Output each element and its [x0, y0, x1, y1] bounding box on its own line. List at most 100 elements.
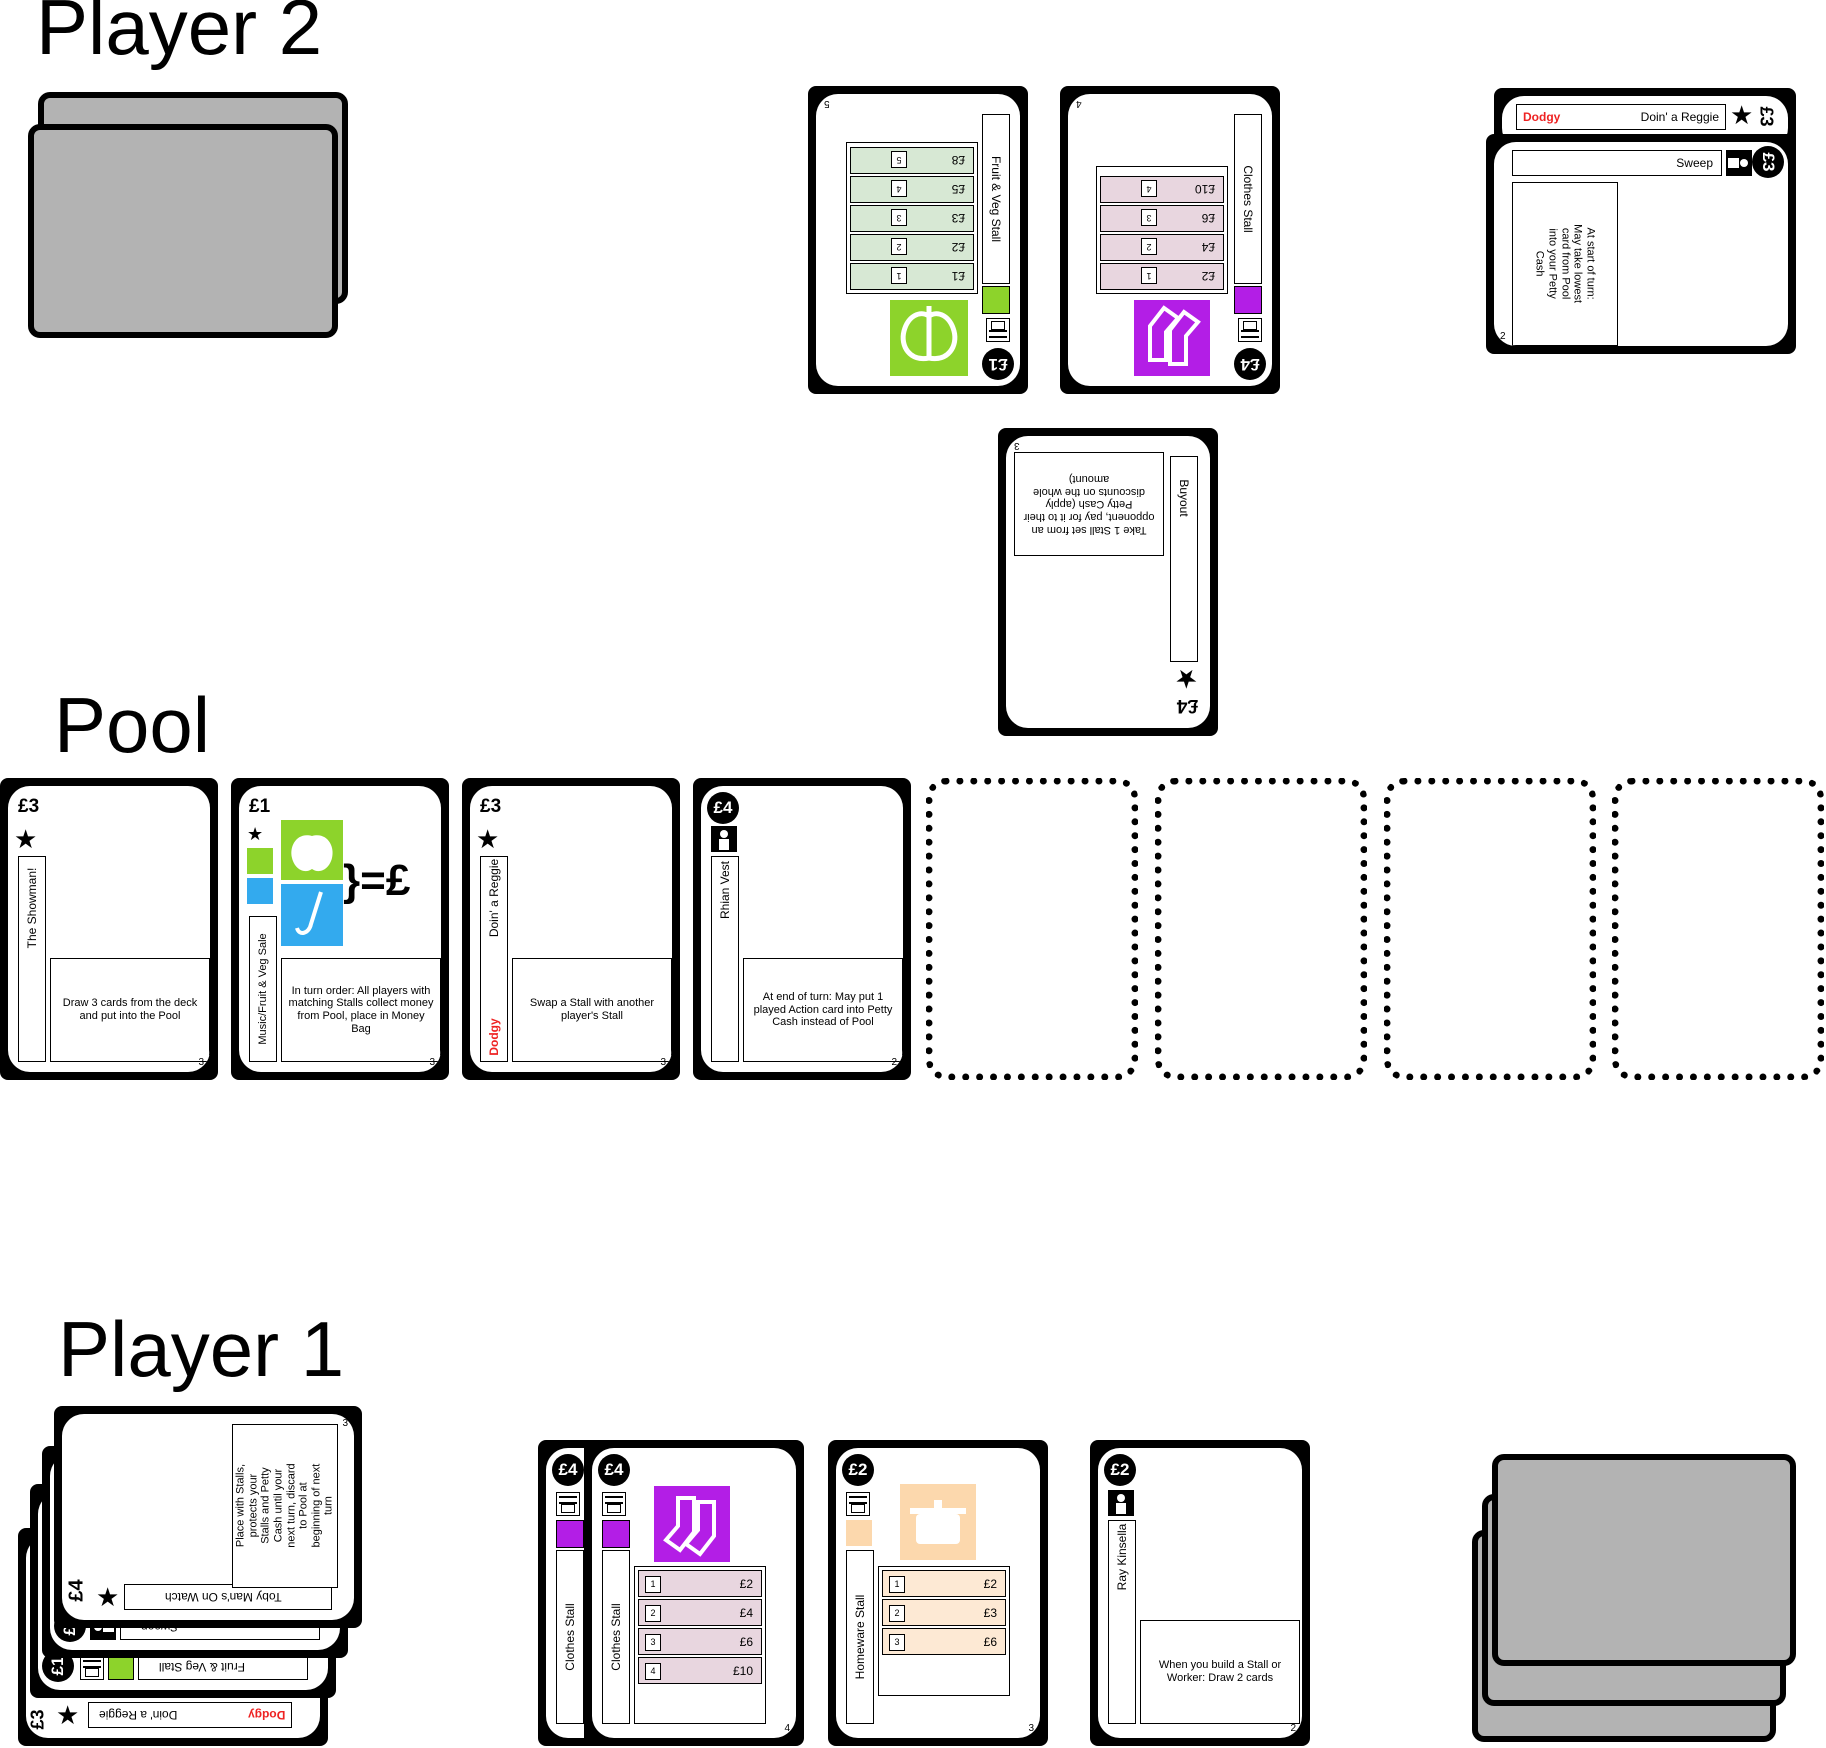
value-row: 1£2: [1100, 263, 1224, 290]
player1-hand-toby-mans-on-watch[interactable]: £4 ★ Toby Man's On Watch Place with Stal…: [54, 1406, 362, 1628]
value-track: 1£2 2£4 3£6 4£10: [1096, 166, 1228, 294]
card-name: Toby Man's On Watch: [165, 1590, 282, 1604]
player2-clothes-stall-card[interactable]: £4 Clothes Stall 1£2 2£4 3£6 4£10 4: [1060, 86, 1280, 394]
dodgy-tag: Dodgy: [1523, 110, 1561, 124]
cost-label: £3: [1756, 106, 1777, 127]
card-corner-number: 3: [1028, 1723, 1034, 1734]
value-row: 2£4: [1100, 234, 1224, 261]
stall-name-label: Clothes Stall: [1234, 114, 1262, 284]
pool-card-showman[interactable]: £3 ★ The Showman! Draw 3 cards from the …: [0, 778, 218, 1080]
sale-formula: }=£: [343, 856, 411, 905]
socks-icon: [556, 1520, 584, 1548]
value-row: 3£6: [1100, 205, 1224, 232]
cost-label: £3: [480, 796, 502, 817]
pool-card-doin-a-reggie[interactable]: £3 ★ Doin' a Reggie Dodgy Swap a Stall w…: [462, 778, 680, 1080]
card-name: Doin' a Reggie: [99, 1708, 178, 1722]
card-corner-number: 5: [824, 98, 830, 109]
cost-badge: £4: [1234, 348, 1266, 380]
cost-badge: £2: [1104, 1454, 1136, 1486]
card-text: In turn order: All players with matching…: [281, 958, 441, 1062]
card-text: Draw 3 cards from the deck and put into …: [50, 958, 210, 1062]
star-icon: ★: [1730, 100, 1754, 130]
apple-icon: [982, 286, 1010, 314]
worker-icon: [1726, 150, 1752, 176]
card-corner-number: 4: [1076, 98, 1082, 109]
socks-icon: [602, 1520, 630, 1548]
card-corner-number: 2: [891, 1057, 897, 1068]
empty-pool-slot[interactable]: [926, 778, 1138, 1080]
player1-clothes-stall-card[interactable]: £4 Clothes Stall 1£2 2£4 3£6 4£10 4: [584, 1440, 804, 1746]
name-bar: Sweep: [1512, 150, 1722, 176]
empty-pool-slot[interactable]: [1155, 778, 1367, 1080]
value-row: 1£2: [638, 1570, 762, 1597]
cost-label: £4: [1176, 695, 1198, 716]
cooking-pot-icon: [846, 1520, 872, 1546]
money-hand-icon: ★: [247, 824, 264, 844]
empty-pool-slot[interactable]: [1612, 778, 1824, 1080]
stall-icon: [846, 1492, 870, 1516]
player2-buyout-card[interactable]: £4 ★ Buyout Take 1 Stall set from an opp…: [998, 428, 1218, 736]
star-icon: ★: [1174, 664, 1198, 694]
player1-worker-ray-kinsella[interactable]: £2 Ray Kinsella When you build a Stall o…: [1090, 1440, 1310, 1746]
empty-pool-slot[interactable]: [1384, 778, 1596, 1080]
card-name-label: Music/Fruit & Veg Sale: [249, 916, 277, 1062]
value-row: 1£1: [850, 263, 974, 290]
apple-illustration: [281, 820, 343, 880]
card-text: At start of turn: May take lowest card f…: [1512, 182, 1618, 346]
stall-name-label: Clothes Stall: [556, 1550, 584, 1724]
value-row: 4£10: [638, 1657, 762, 1684]
name-bar: Dodgy Doin' a Reggie: [1516, 104, 1726, 130]
card-name: Doin' a Reggie: [1640, 110, 1719, 124]
player2-fruit-veg-stall-card[interactable]: £1 Fruit & Veg Stall 1£1 2£2 3£3 4£5 5£8…: [808, 86, 1028, 394]
cost-badge: £1: [982, 348, 1014, 380]
stall-icon: [80, 1656, 104, 1680]
card-name-label: Ray Kinsella: [1108, 1520, 1136, 1724]
saxophone-illustration: [281, 884, 343, 946]
star-icon: ★: [96, 1582, 120, 1612]
pool-card-music-fruit-veg-sale[interactable]: £1 ★ }=£ Music/Fruit & Veg Sale In turn …: [231, 778, 449, 1080]
apple-icon: [108, 1654, 134, 1680]
stall-name-label: Fruit & Veg Stall: [982, 114, 1010, 284]
card-text: Take 1 Stall set from an opponent, pay f…: [1014, 452, 1164, 556]
player2-petty-cash-sweep-card[interactable]: Sweep £3 At start of turn: May take lowe…: [1486, 134, 1796, 354]
value-row: 4£5: [850, 176, 974, 203]
star-icon: ★: [14, 824, 38, 854]
stall-icon: [556, 1492, 580, 1516]
card-corner-number: 3: [342, 1418, 348, 1429]
value-row: 1£2: [882, 1570, 1006, 1597]
apple-icon: [247, 848, 273, 874]
player2-heading: Player 2: [36, 0, 323, 71]
value-row: 3£6: [638, 1628, 762, 1655]
player1-homeware-stall-card[interactable]: £2 Homeware Stall 1£2 2£3 3£6 3: [828, 1440, 1048, 1746]
card-text: When you build a Stall or Worker: Draw 2…: [1140, 1620, 1300, 1724]
worker-icon: [711, 826, 737, 852]
value-row: 2£4: [638, 1599, 762, 1626]
cost-badge: £4: [598, 1454, 630, 1486]
cost-badge: £4: [707, 792, 739, 824]
stall-name-label: Homeware Stall: [846, 1550, 874, 1724]
value-track: 1£1 2£2 3£3 4£5 5£8: [846, 142, 978, 294]
value-row: 2£2: [850, 234, 974, 261]
cooking-pot-illustration: [900, 1484, 976, 1560]
value-row: 3£3: [850, 205, 974, 232]
card-text: Place with Stalls, protects your Stalls …: [232, 1424, 338, 1588]
socks-illustration: [1134, 300, 1210, 376]
card-name-label: Doin' a Reggie Dodgy: [480, 856, 508, 1062]
name-bar: Doin' a Reggie Dodgy: [88, 1702, 292, 1728]
card-name: Sweep: [1676, 156, 1713, 170]
card-name-label: The Showman!: [18, 856, 46, 1062]
pool-card-rhian-vest[interactable]: £4 Rhian Vest At end of turn: May put 1 …: [693, 778, 911, 1080]
stall-icon: [986, 318, 1010, 342]
socks-icon: [1234, 286, 1262, 314]
card-name-label: Rhian Vest: [711, 856, 739, 1062]
pool-heading: Pool: [54, 681, 211, 769]
worker-icon: [1108, 1490, 1134, 1516]
card-name: Fruit & Veg Stall: [159, 1660, 246, 1674]
stall-name-label: Clothes Stall: [602, 1550, 630, 1724]
value-track: 1£2 2£3 3£6: [878, 1566, 1010, 1696]
apple-illustration: [890, 300, 968, 376]
value-row: 4£10: [1100, 176, 1224, 203]
card-corner-number: 3: [660, 1057, 666, 1068]
card-corner-number: 3: [1014, 440, 1020, 451]
card-back: [28, 124, 338, 338]
